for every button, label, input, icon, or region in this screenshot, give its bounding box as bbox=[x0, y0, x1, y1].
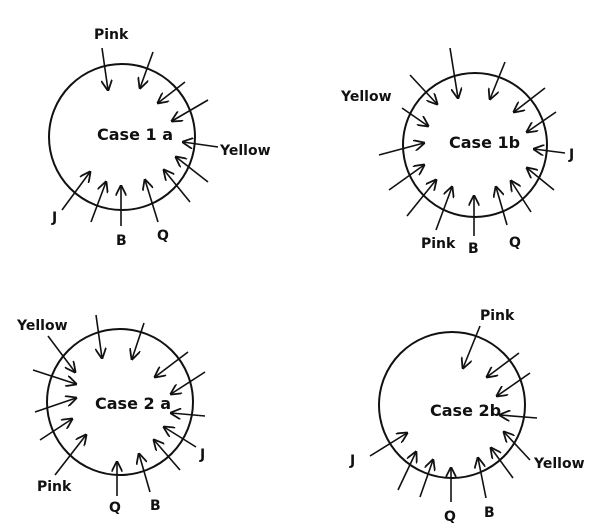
case-1b-label-pink: Pink bbox=[421, 236, 456, 252]
case-1b-label-yellow: Yellow bbox=[340, 89, 392, 105]
case-1b-title: Case 1b bbox=[449, 133, 520, 152]
case-1a-label-yellow: Yellow bbox=[219, 143, 271, 159]
case-1a-label-j: J bbox=[51, 210, 57, 226]
case-1a-label-pink: Pink bbox=[94, 27, 129, 43]
case-2b-arrows bbox=[369, 325, 538, 502]
case-1b-label-b: B bbox=[468, 241, 479, 257]
case-1b-circle bbox=[402, 72, 548, 218]
case-2b-diagram: Case 2b Pink J Yellow Q B bbox=[349, 308, 585, 525]
case-1a-arrows bbox=[61, 47, 219, 226]
case-2b-label-q: Q bbox=[444, 509, 456, 525]
case-2a-circle bbox=[46, 328, 194, 476]
case-1b-diagram: Case 1b Yellow J Pink B Q bbox=[340, 47, 574, 257]
case-1a-title: Case 1 a bbox=[97, 125, 173, 144]
case-2a-label-pink: Pink bbox=[37, 479, 72, 495]
case-1a-diagram: Case 1 a Pink Yellow J B Q bbox=[48, 27, 271, 249]
case-2b-label-j: J bbox=[349, 453, 355, 469]
case-2a-label-yellow: Yellow bbox=[16, 318, 68, 334]
case-2b-label-yellow: Yellow bbox=[533, 456, 585, 472]
case-2a-label-j: J bbox=[199, 447, 205, 463]
case-1b-arrows bbox=[378, 47, 566, 236]
case-2a-label-q: Q bbox=[109, 500, 121, 516]
case-1b-label-q: Q bbox=[509, 235, 521, 251]
case-2a-label-b: B bbox=[150, 498, 161, 514]
case-1a-circle bbox=[48, 63, 196, 211]
case-2a-diagram: Case 2 a Yellow J Pink Q B bbox=[16, 314, 206, 516]
case-2b-label-b: B bbox=[484, 505, 495, 521]
case-1a-label-b: B bbox=[116, 233, 127, 249]
case-2b-title: Case 2b bbox=[430, 401, 501, 420]
case-2b-label-pink: Pink bbox=[480, 308, 515, 324]
case-1a-label-q: Q bbox=[157, 228, 169, 244]
case-2a-arrows bbox=[32, 314, 206, 496]
case-1b-label-j: J bbox=[568, 147, 574, 163]
case-2a-title: Case 2 a bbox=[95, 394, 171, 413]
